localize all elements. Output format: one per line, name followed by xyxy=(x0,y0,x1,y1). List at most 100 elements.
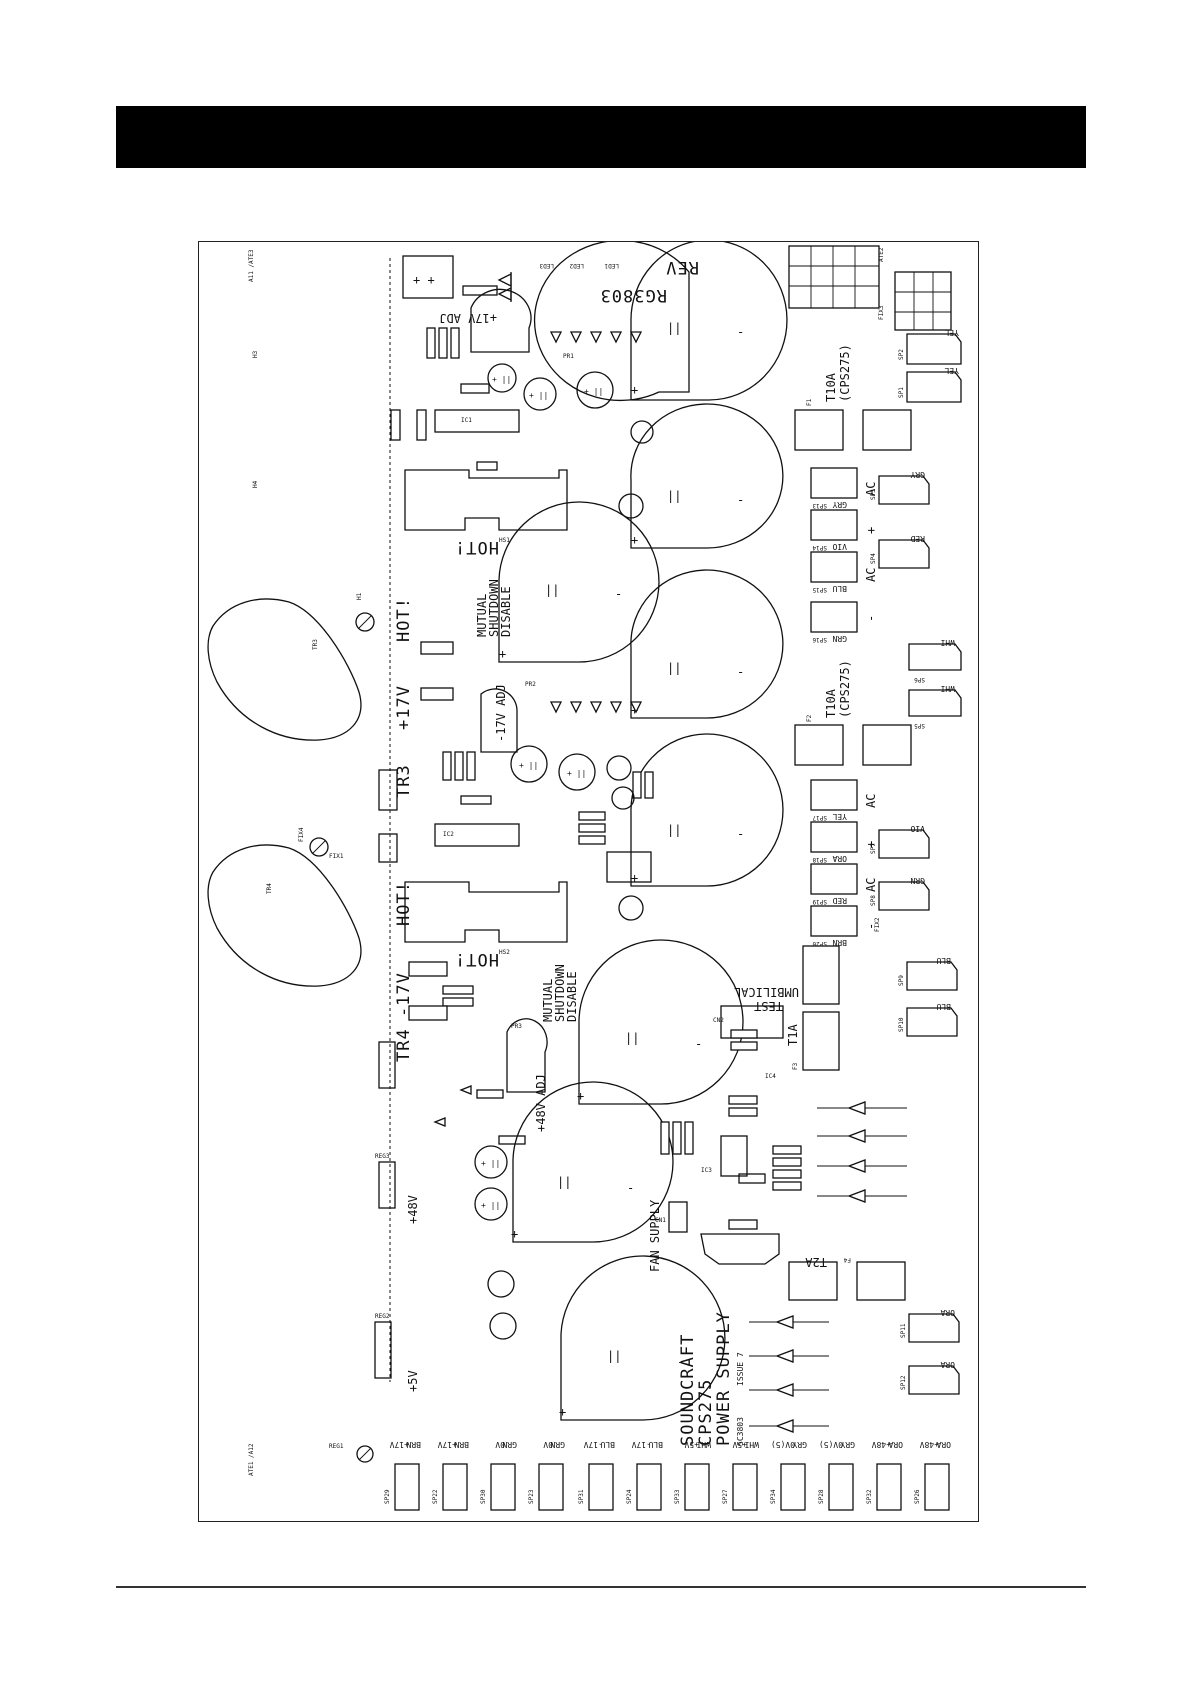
svg-text:GRN: GRN xyxy=(910,876,925,885)
big-cap-c20 xyxy=(578,939,744,1105)
rg3803-label: RG3803 xyxy=(600,285,667,305)
fixing-hole-fix4 xyxy=(309,837,329,857)
svg-text:ORA: ORA xyxy=(936,1440,951,1449)
svg-text:MUTUAL: MUTUAL xyxy=(475,594,489,637)
top-connector-sp16: GRN SP16 - xyxy=(810,601,878,643)
bottom-connector-5: BLU -17V SP31 xyxy=(578,1440,615,1511)
svg-text:SP18: SP18 xyxy=(812,856,827,863)
svg-text:||: || xyxy=(625,1031,639,1045)
svg-text:ORA: ORA xyxy=(940,1308,955,1317)
svg-text:SP29: SP29 xyxy=(384,1489,391,1504)
svg-text:SP10: SP10 xyxy=(898,1017,905,1032)
svg-text:TR3: TR3 xyxy=(312,639,319,650)
side-connector-sp8: GRN SP8 FIX2 xyxy=(870,876,930,932)
svg-text:IC2: IC2 xyxy=(443,831,454,838)
svg-text:TR4: TR4 xyxy=(266,883,273,894)
svg-text:H4: H4 xyxy=(252,480,259,488)
heatsink-hot-1: HOT! xyxy=(454,537,499,557)
svg-text:SP13: SP13 xyxy=(812,502,827,509)
svg-text:BLU: BLU xyxy=(936,1002,951,1011)
svg-text:||: || xyxy=(557,1175,571,1189)
svg-text:SP14: SP14 xyxy=(812,544,827,551)
bottom-connector-1: BRN +17V SP29 xyxy=(384,1440,421,1511)
fixing-hole-fix1 xyxy=(356,1445,374,1463)
top-connector-sp17: YEL SP17 AC xyxy=(810,779,878,821)
svg-text:+: + xyxy=(864,841,878,848)
small-caps-top: + || + || + || xyxy=(487,363,654,519)
svg-text:MUTUAL: MUTUAL xyxy=(541,979,555,1022)
regulators-left xyxy=(374,961,526,1379)
side-connector-sp2: YEL SP2 xyxy=(898,328,962,365)
svg-text:SP27: SP27 xyxy=(722,1489,729,1504)
svg-text:VIO: VIO xyxy=(910,824,925,833)
svg-text:SP28: SP28 xyxy=(818,1489,825,1504)
svg-text:+5V: +5V xyxy=(732,1440,747,1449)
svg-text:IC3: IC3 xyxy=(701,1167,712,1174)
svg-text:+: + xyxy=(631,871,638,885)
big-cap-c36 xyxy=(560,1255,726,1421)
svg-text:+ ||: + || xyxy=(529,391,548,400)
svg-text:SP12: SP12 xyxy=(900,1375,907,1390)
top-connector-sp14: VIO SP14 + xyxy=(810,509,878,551)
svg-text:0V: 0V xyxy=(495,1440,505,1449)
bottom-connector-8: WHI +5V SP27 xyxy=(722,1440,759,1511)
svg-text:PR3: PR3 xyxy=(511,1023,522,1030)
svg-text:SP26: SP26 xyxy=(914,1489,921,1504)
led-block: + + LED1 LED2 LED3 xyxy=(402,255,619,302)
svg-text:BRN: BRN xyxy=(454,1440,469,1449)
svg-text:+ ||: + || xyxy=(567,769,586,778)
fuse-f4: T2A F4 xyxy=(788,1255,906,1301)
svg-text:PR1: PR1 xyxy=(563,353,574,360)
svg-text:SP32: SP32 xyxy=(866,1489,873,1504)
svg-text:SP22: SP22 xyxy=(432,1489,439,1504)
svg-text:-: - xyxy=(737,665,744,679)
svg-text:SP19: SP19 xyxy=(812,898,827,905)
preset-pr1 xyxy=(470,288,532,353)
big-cap-c16 xyxy=(630,403,784,549)
footer-rule xyxy=(116,1586,1086,1588)
transformer-tr3-outline xyxy=(207,598,362,741)
svg-text:SP16: SP16 xyxy=(812,636,827,643)
bottom-connector-7: WHI +5V SP33 xyxy=(674,1440,711,1511)
svg-text:-: - xyxy=(615,587,622,601)
svg-text:GRN: GRN xyxy=(502,1440,517,1449)
big-cap-c18 xyxy=(630,569,784,719)
svg-text:F1: F1 xyxy=(806,398,813,406)
rail-hot-top: HOT! xyxy=(394,597,414,642)
svg-text:FIX4: FIX4 xyxy=(298,827,305,842)
svg-text:AC: AC xyxy=(864,794,878,808)
svg-text:SP9: SP9 xyxy=(898,975,905,986)
svg-text:+5V: +5V xyxy=(684,1440,699,1449)
side-connector-sp7: VIO SP7 xyxy=(870,824,930,859)
svg-text:-: - xyxy=(737,325,744,339)
bottom-connector-10: GRY 0V(5) SP28 xyxy=(818,1440,855,1511)
svg-text:+: + xyxy=(631,383,638,397)
svg-text:-: - xyxy=(864,923,878,930)
diode-row-mid xyxy=(549,701,643,714)
svg-text:FIX3: FIX3 xyxy=(878,305,885,320)
heatsink-tr10 xyxy=(700,1233,780,1265)
resistors-mid xyxy=(378,641,654,883)
top-connector-sp20: BRN SP20 - xyxy=(810,905,878,947)
mutual-shutdown-bottom: MUTUAL SHUTDOWN DISABLE xyxy=(541,964,579,1022)
preset-pr2 xyxy=(480,688,518,753)
side-connector-sp12: ORA SP12 xyxy=(900,1360,960,1395)
svg-text:-: - xyxy=(695,1037,702,1051)
svg-text:PR2: PR2 xyxy=(525,681,536,688)
svg-text:WHI: WHI xyxy=(696,1440,711,1449)
svg-text:CN1: CN1 xyxy=(655,1217,666,1224)
small-caps-lower: + || + || xyxy=(474,1145,517,1340)
svg-text:SP4: SP4 xyxy=(870,553,877,564)
svg-text:ATE1 /A12: ATE1 /A12 xyxy=(248,1443,255,1476)
svg-text:||: || xyxy=(607,1349,621,1363)
svg-text:AC: AC xyxy=(864,568,878,582)
diode-bridge-lower xyxy=(817,1101,907,1203)
svg-text:ORA: ORA xyxy=(832,854,847,863)
svg-text:BLU: BLU xyxy=(832,584,847,593)
svg-text:SP1: SP1 xyxy=(898,387,905,398)
svg-text:RED: RED xyxy=(832,896,847,905)
top-connector-sp15: BLU SP15 AC xyxy=(810,551,878,593)
side-connector-sp1: YEL SP1 xyxy=(898,366,962,403)
svg-text:GRY: GRY xyxy=(840,1440,855,1449)
top-connector-sp18: ORA SP18 + xyxy=(810,821,878,863)
